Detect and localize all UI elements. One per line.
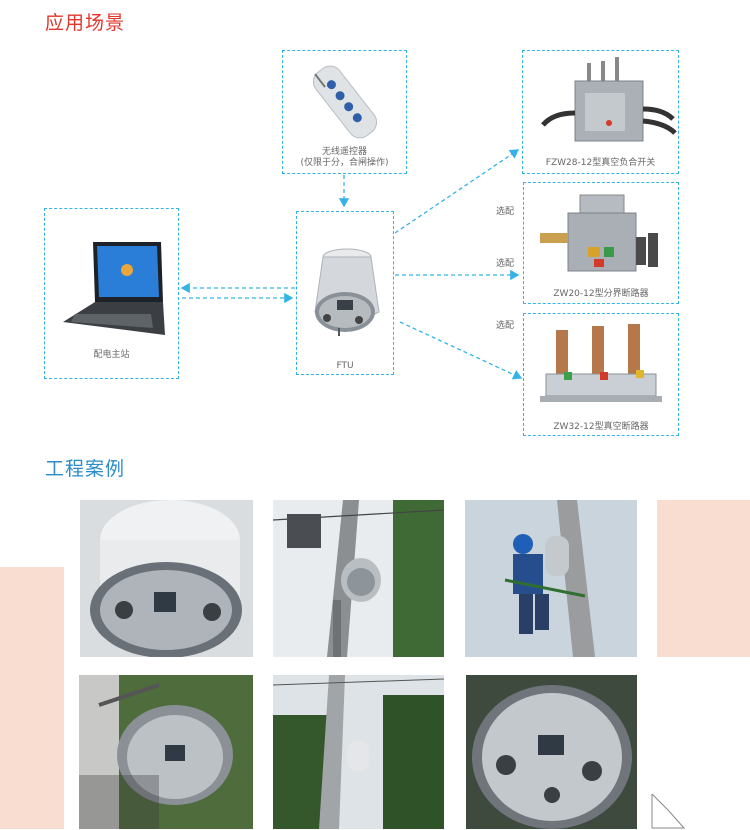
decor-block-right: [657, 500, 750, 657]
decor-block-left: [0, 567, 64, 829]
zw32-box: ZW32-12型真空断路器: [523, 313, 679, 436]
case-photo-6: [466, 675, 637, 829]
zw32-breaker-icon: [540, 324, 662, 402]
ftu-device-icon: [314, 248, 380, 336]
ftu-closeup-photo-icon: [80, 500, 253, 657]
remote-label-line1: 无线遥控器: [321, 147, 367, 157]
fzw28-label: FZW28-12型真空负合开关: [545, 158, 656, 168]
fzw28-switch-icon: [541, 57, 677, 142]
remote-control-box: 无线遥控器 (仅限于分，合闸操作): [282, 50, 407, 174]
ftu-box: FTU: [296, 211, 394, 375]
zw20-box: ZW20-12型分界断路器: [523, 182, 679, 304]
ftu-mounted-bracket-photo-icon: [79, 675, 253, 829]
fzw28-box: FZW28-12型真空负合开关: [522, 50, 679, 174]
ftu-on-pole-photo-icon: [273, 500, 444, 657]
option-note-top: 选配: [496, 207, 515, 217]
ftu-pole-trees-photo-icon: [273, 675, 444, 829]
application-title: 应用场景: [45, 12, 126, 34]
arrow-ftu-to-fzw28: [394, 149, 520, 234]
diagram-arrows: [180, 149, 523, 380]
case-photo-5: [273, 675, 444, 829]
cases-title: 工程案例: [45, 458, 126, 480]
option-note-zw20: 选配: [496, 259, 515, 269]
zw20-breaker-icon: [540, 194, 658, 272]
case-photo-1: [80, 500, 253, 657]
zw20-label: ZW20-12型分界断路器: [553, 289, 649, 299]
option-note-zw32: 选配: [496, 321, 515, 331]
corner-outline-graphic: [651, 793, 686, 829]
remote-control-icon: [312, 65, 378, 139]
arrow-ftu-to-zw32: [399, 321, 523, 380]
case-photo-3: [465, 500, 637, 657]
case-photo-4: [79, 675, 253, 829]
zw32-label: ZW32-12型真空断路器: [553, 422, 649, 432]
ftu-front-panel-photo-icon: [466, 675, 637, 829]
station-label: 配电主站: [93, 350, 130, 360]
station-box: 配电主站: [44, 208, 179, 379]
remote-label-line2: (仅限于分，合闸操作): [300, 158, 389, 168]
case-photo-2: [273, 500, 444, 657]
laptop-icon: [63, 242, 165, 335]
worker-installing-photo-icon: [465, 500, 637, 657]
ftu-label: FTU: [336, 361, 354, 371]
